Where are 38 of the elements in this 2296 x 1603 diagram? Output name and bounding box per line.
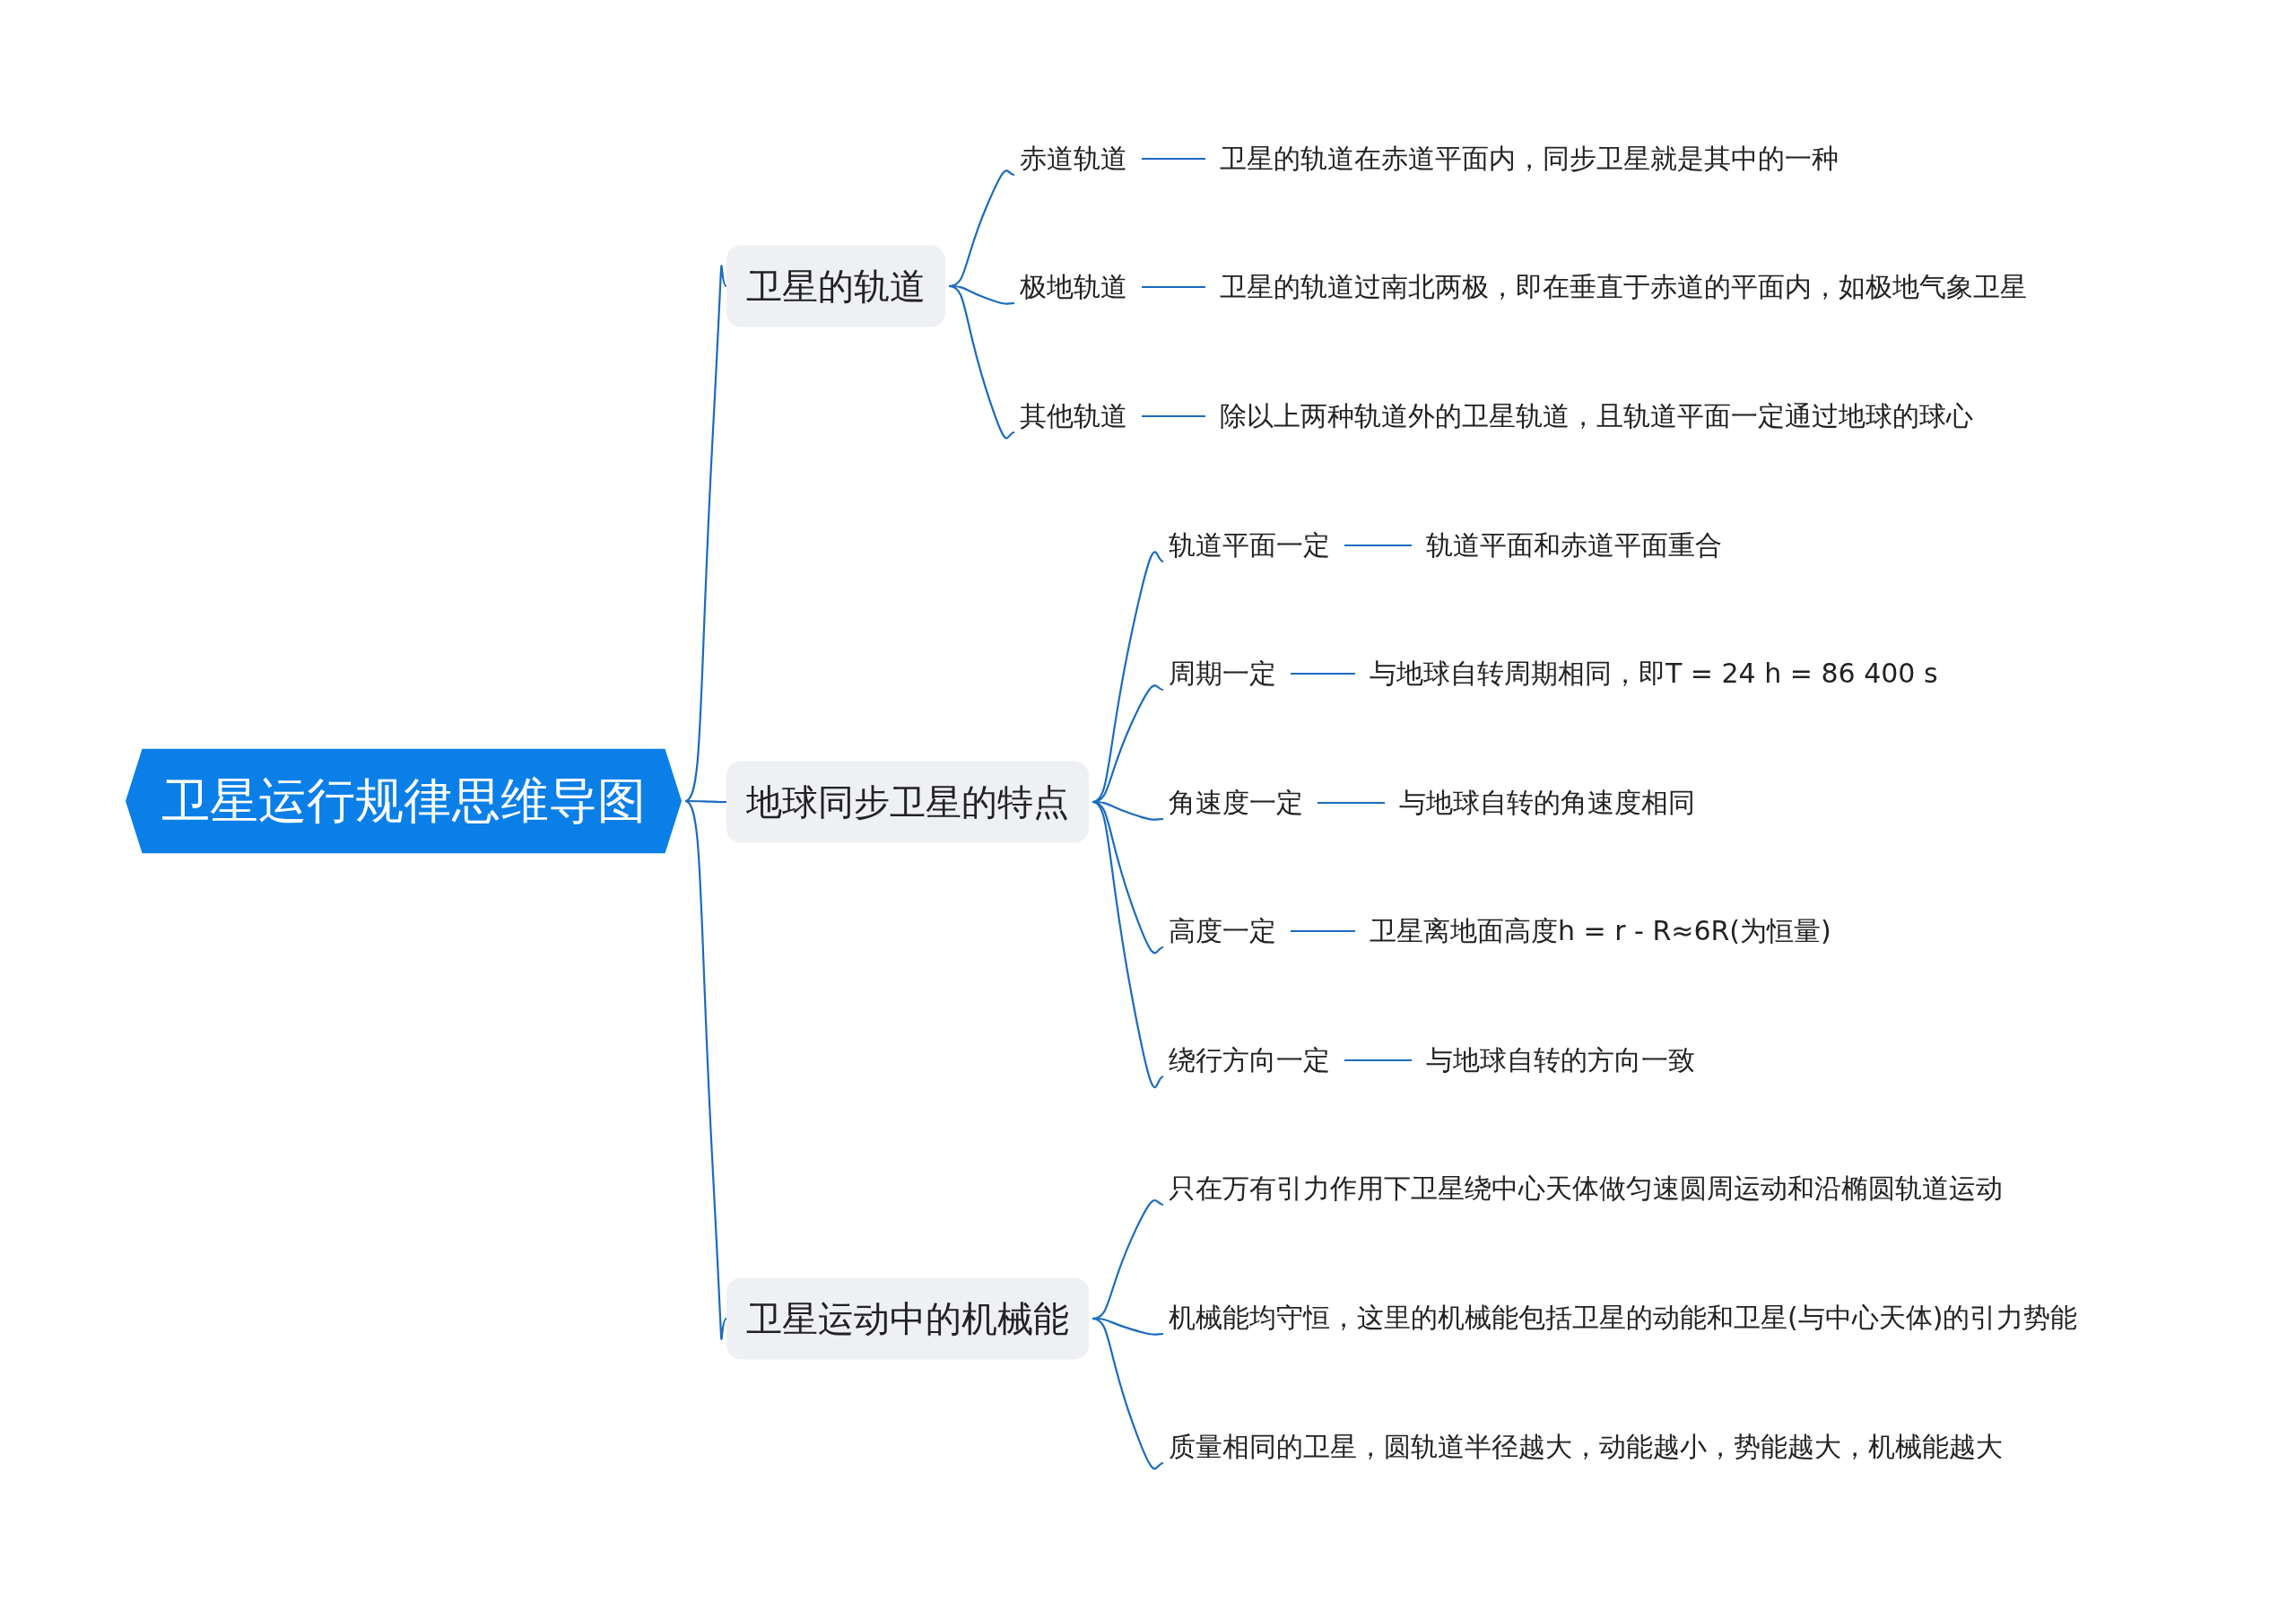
connector-line — [1142, 285, 1205, 289]
topic-text: 机械能均守恒，这里的机械能包括卫星的动能和卫星(与中心天体)的引力势能 — [1169, 1299, 2078, 1337]
connector-line — [1091, 1317, 1164, 1470]
topic-text: 质量相同的卫星，圆轨道半径越大，动能越小，势能越大，机械能越大 — [1169, 1428, 2003, 1466]
topic-text: 其他轨道 — [1020, 397, 1127, 435]
connector-line — [1318, 801, 1385, 805]
connector-line — [1142, 157, 1205, 161]
topic-box: 地球同步卫星的特点 — [726, 761, 1089, 843]
connector-line — [1091, 800, 1164, 1088]
topic-text: 与地球自转的方向一致 — [1426, 1041, 1695, 1079]
connector-line — [1344, 544, 1412, 547]
topic-text: 高度一定 — [1169, 912, 1276, 950]
topic-text: 与地球自转周期相同，即T = 24 h = 86 400 s — [1370, 655, 1938, 693]
topic-text: 卫星的轨道在赤道平面内，同步卫星就是其中的一种 — [1220, 140, 1839, 178]
topic-text: 卫星的轨道过南北两极，即在垂直于赤道的平面内，如极地气象卫星 — [1220, 268, 2027, 306]
root-topic: 卫星运行规律思维导图 — [126, 748, 682, 854]
topic-text: 角速度一定 — [1169, 784, 1303, 822]
connector-line — [1344, 1059, 1412, 1062]
connector-line — [684, 800, 727, 1337]
topic-text: 极地轨道 — [1020, 268, 1127, 306]
connector-line — [684, 267, 727, 802]
connector-line — [1291, 672, 1355, 675]
connector-line — [1091, 551, 1164, 804]
topic-text: 轨道平面一定 — [1169, 527, 1330, 564]
topic-text: 轨道平面和赤道平面重合 — [1426, 527, 1722, 564]
topic-text: 卫星离地面高度h = r - R≈6R(为恒量) — [1370, 912, 1831, 950]
connector-line — [1142, 414, 1205, 418]
topic-text: 周期一定 — [1169, 655, 1276, 693]
topic-text: 绕行方向一定 — [1169, 1041, 1330, 1079]
topic-text: 与地球自转的角速度相同 — [1399, 784, 1695, 822]
topic-text: 赤道轨道 — [1020, 140, 1127, 178]
topic-box: 卫星运动中的机械能 — [726, 1277, 1089, 1360]
connector-line — [948, 284, 1015, 440]
connector-line — [685, 799, 726, 804]
topic-text: 除以上两种轨道外的卫星轨道，且轨道平面一定通过地球的球心 — [1220, 397, 1973, 435]
connector-line — [1291, 929, 1355, 933]
topic-box: 卫星的轨道 — [726, 245, 945, 327]
topic-text: 只在万有引力作用下卫星绕中心天体做匀速圆周运动和沿椭圆轨道运动 — [1169, 1170, 2003, 1207]
